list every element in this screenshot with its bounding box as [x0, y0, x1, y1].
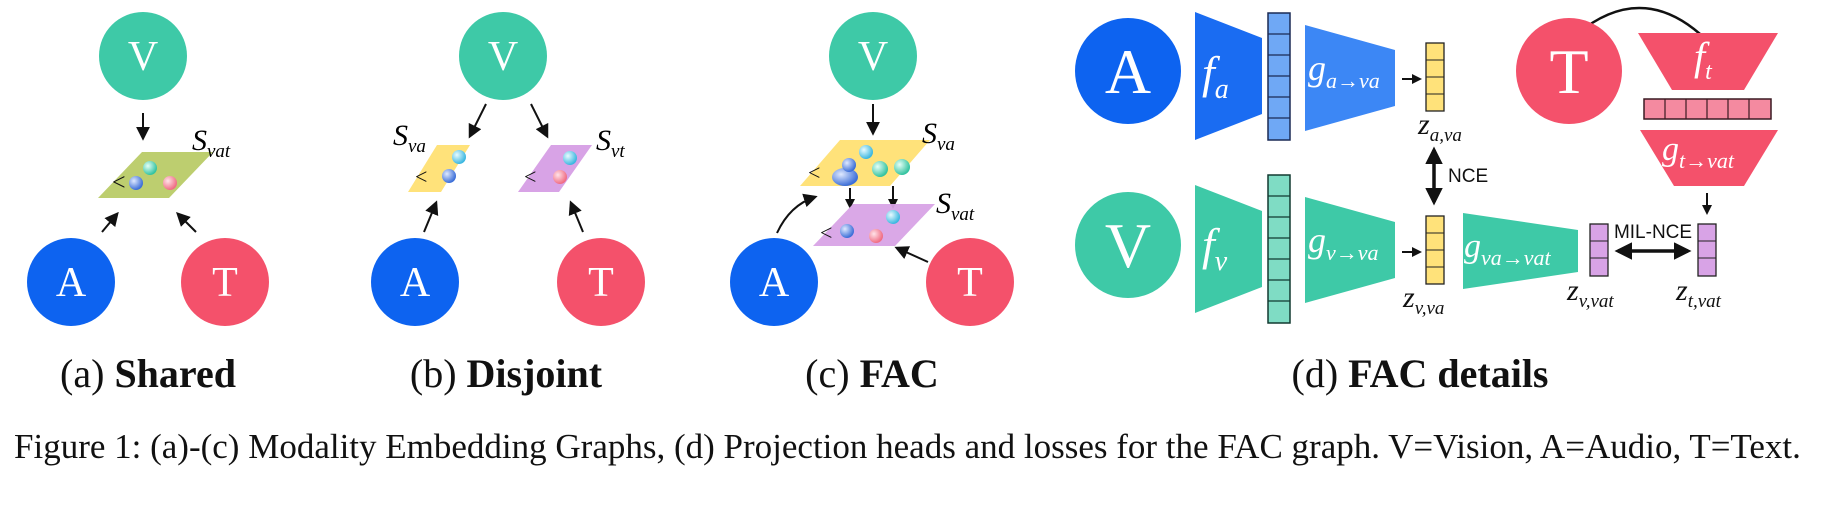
arrow-t-to-vat [894, 246, 929, 263]
caption-a: (a) Shared [60, 351, 236, 396]
space-va-label: Sva [393, 119, 426, 157]
arrow-a-to-va [423, 200, 439, 233]
audio-node-label: A [1105, 36, 1151, 107]
embedding-dot [553, 170, 567, 184]
audio-node-label: A [400, 260, 431, 306]
audio-node [371, 238, 459, 326]
relation-mark: < [112, 170, 126, 196]
embedding-dot [842, 158, 856, 172]
g-t-vat-label: gt→vat [1662, 131, 1735, 173]
space-vat-label: Svat [936, 187, 975, 225]
text-node [1516, 18, 1622, 124]
relation-mark: < [808, 160, 820, 185]
relation-mark: < [524, 164, 536, 189]
audio-node-label: A [759, 260, 790, 306]
vision-node [1075, 192, 1181, 298]
panel-c-fac: V < Sva < Svat A T (c) FAC [730, 12, 1014, 396]
z-a-va-vector [1425, 42, 1445, 112]
text-node-label: T [1549, 36, 1588, 107]
z-v-vat-label: zv,vat [1566, 274, 1614, 312]
embedding-dot [143, 161, 157, 175]
z-t-vat-vector [1697, 223, 1717, 277]
nce-label: NCE [1448, 166, 1488, 187]
caption-d: (d) FAC details [1292, 351, 1549, 396]
text-node-label: T [957, 260, 983, 306]
text-encoder-ft [1638, 33, 1778, 90]
text-feature-vector [1643, 98, 1772, 120]
audio-encoder-fa [1195, 12, 1262, 140]
text-node [557, 238, 645, 326]
relation-mark: < [820, 220, 832, 245]
panel-a-shared: V < Svat A T (a) Shared [27, 12, 269, 396]
figure-caption: Figure 1: (a)-(c) Modality Embedding Gra… [14, 427, 1801, 466]
arrow-t-to-space [176, 212, 197, 233]
arrow-a-to-va [776, 193, 818, 234]
g-va-vat-label: gva→vat [1464, 228, 1552, 270]
projection-head-g-va-vat [1463, 213, 1578, 289]
z-v-va-label: zv,va [1402, 281, 1444, 319]
text-node [181, 238, 269, 326]
arrow-a-to-space [101, 211, 119, 233]
vision-feature-vector [1267, 174, 1291, 324]
vision-node-label: V [128, 34, 158, 80]
audio-node-label: A [56, 260, 87, 306]
z-t-vat-label: zt,vat [1675, 274, 1722, 312]
arrow-t-to-vt [568, 200, 584, 233]
text-node-label: T [212, 260, 238, 306]
audio-node [27, 238, 115, 326]
embedding-dot [129, 176, 143, 190]
z-v-vat-vector [1589, 223, 1609, 277]
vision-node-label: V [1105, 210, 1151, 281]
embedding-dot [563, 151, 577, 165]
embedding-dot [442, 169, 456, 183]
mil-nce-label: MIL-NCE [1614, 222, 1692, 243]
g-a-va-label: ga→va [1308, 48, 1380, 93]
audio-node [1075, 18, 1181, 124]
vision-node [459, 12, 547, 100]
embedding-dot [840, 224, 854, 238]
space-vt-label: Svt [596, 124, 625, 162]
projection-head-g-v-va [1305, 197, 1395, 303]
space-va-label: Sva [922, 117, 955, 155]
g-v-va-label: gv→va [1308, 220, 1379, 265]
vision-node [99, 12, 187, 100]
caption-b: (b) Disjoint [410, 351, 603, 396]
embedding-dot [869, 229, 883, 243]
vision-node-label: V [858, 34, 888, 80]
audio-feature-vector [1267, 12, 1291, 141]
embedding-dot [886, 210, 900, 224]
panel-b-disjoint: V < Sva < Svt A T (b) Disjoint [371, 12, 645, 396]
text-node-label: T [588, 260, 614, 306]
embedding-dot [163, 176, 177, 190]
text-node [926, 238, 1014, 326]
projection-head-g-t-vat [1640, 130, 1778, 186]
embedding-dot [452, 150, 466, 164]
embedding-dot [859, 145, 873, 159]
arrow-v-to-vt [530, 103, 549, 139]
vision-node-label: V [488, 34, 518, 80]
embedding-dot [894, 159, 910, 175]
space-va [800, 140, 930, 186]
relation-mark: < [415, 164, 427, 189]
arrow-v-to-va [468, 103, 487, 139]
space-vat-label: Svat [192, 124, 231, 162]
caption-c: (c) FAC [805, 351, 939, 396]
vision-encoder-fv [1195, 185, 1262, 313]
embedding-dot [872, 161, 888, 177]
space-vat [98, 152, 213, 198]
projection-head-g-a-va [1305, 25, 1395, 131]
z-v-va-vector [1425, 215, 1445, 285]
vision-node [829, 12, 917, 100]
embedding-cluster [832, 168, 858, 186]
audio-node [730, 238, 818, 326]
z-a-va-label: za,va [1417, 108, 1462, 146]
panel-d-fac-details: A fa ga→va za,va NCE T ft [1075, 6, 1778, 396]
